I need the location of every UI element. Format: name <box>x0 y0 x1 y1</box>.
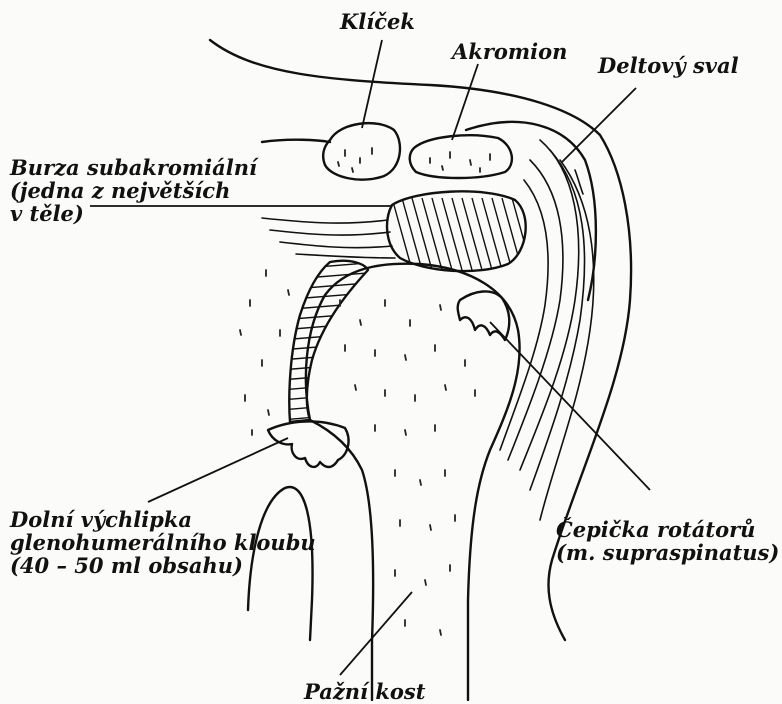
label-dolni: Dolní výchlipka glenohumerálního kloubu … <box>10 508 316 577</box>
label-pazni: Pažní kost <box>304 680 425 703</box>
rotator-cuff-shape <box>458 291 510 340</box>
label-burza: Burza subakromiální (jedna z největších … <box>10 156 257 225</box>
label-cepicka-line1: Čepička rotátorů <box>556 518 779 541</box>
label-dolni-line3: (40 – 50 ml obsahu) <box>10 554 316 577</box>
acromion-shape <box>410 135 512 178</box>
label-burza-line2: (jedna z největších <box>10 179 257 202</box>
upper-tissue-line <box>262 140 330 142</box>
bursa-shape <box>387 191 526 271</box>
muscle-fibres-left <box>262 218 395 258</box>
deltoid-fibres <box>500 140 594 520</box>
label-cepicka: Čepička rotátorů (m. supraspinatus) <box>556 518 779 564</box>
leader-pazni <box>340 592 412 675</box>
label-cepicka-line2: (m. supraspinatus) <box>556 541 779 564</box>
leader-klicek <box>362 40 382 128</box>
leader-lines <box>90 40 650 675</box>
label-burza-line1: Burza subakromiální <box>10 156 257 179</box>
label-dolni-line1: Dolní výchlipka <box>10 508 316 531</box>
label-klicek: Klíček <box>340 10 415 33</box>
label-dolni-line2: glenohumerálního kloubu <box>10 531 316 554</box>
leader-deltovy <box>562 88 636 162</box>
bursa-hatching <box>392 198 532 270</box>
label-deltovy: Deltový sval <box>598 54 739 77</box>
inferior-recess-shape <box>268 421 349 467</box>
clavicle-shape <box>323 123 400 179</box>
label-burza-line3: v těle) <box>10 202 257 225</box>
leader-dolni <box>148 438 288 502</box>
label-akromion: Akromion <box>452 40 567 63</box>
leader-cepicka <box>490 322 650 490</box>
